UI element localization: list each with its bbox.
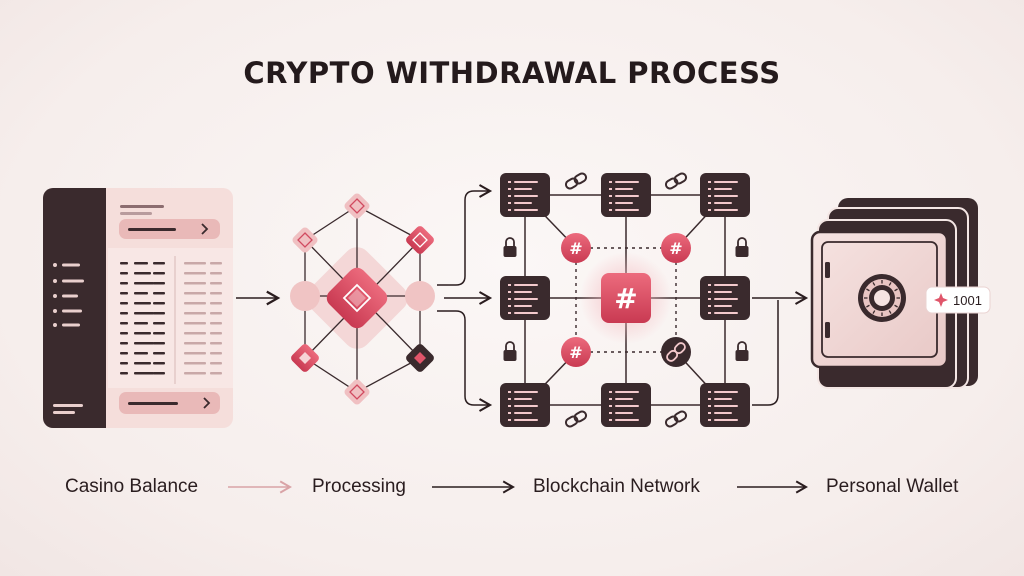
safe-dial-icon <box>858 274 906 322</box>
center-hash-block: # <box>601 273 651 323</box>
wallet-badge-value: 1001 <box>953 293 982 308</box>
diamond-icon <box>344 193 370 219</box>
hash-node: # <box>561 337 591 367</box>
block-node <box>601 383 651 427</box>
diamond-icon <box>292 227 318 253</box>
lock-icon <box>503 237 517 257</box>
step-label-processing: Processing <box>312 476 406 497</box>
chain-link-icon <box>664 410 688 428</box>
block-node <box>500 276 550 320</box>
block-node <box>700 276 750 320</box>
chain-link-icon <box>664 172 688 190</box>
balance-bottom-pill <box>119 392 220 414</box>
hash-node: # <box>661 233 691 263</box>
chain-link-icon <box>564 410 588 428</box>
svg-text:#: # <box>569 343 582 362</box>
casino-balance-panel <box>43 188 233 428</box>
block-node <box>601 173 651 217</box>
lock-icon <box>503 341 517 361</box>
block-node <box>700 383 750 427</box>
lock-icon <box>735 237 749 257</box>
diamond-icon <box>406 344 434 372</box>
step-label-casino-balance: Casino Balance <box>65 476 199 497</box>
hash-node: # <box>561 233 591 263</box>
balance-top-pill <box>119 219 220 239</box>
svg-text:#: # <box>669 239 682 258</box>
svg-text:#: # <box>569 239 582 258</box>
step-label-personal-wallet: Personal Wallet <box>826 476 959 497</box>
personal-wallet-safe: 1001 <box>810 198 991 389</box>
processing-core-diamond <box>326 267 388 329</box>
sidebar-menu <box>53 263 84 414</box>
lock-icon <box>735 341 749 361</box>
balance-table <box>120 262 222 375</box>
chain-link-node <box>661 337 691 367</box>
chain-link-icon <box>564 172 588 190</box>
arrow-to-wallet <box>752 291 809 406</box>
node-circle <box>405 281 435 311</box>
block-node <box>700 173 750 217</box>
block-node <box>500 173 550 217</box>
diagram-title: CRYPTO WITHDRAWAL PROCESS <box>243 56 781 90</box>
step-label-blockchain-network: Blockchain Network <box>533 476 700 497</box>
svg-text:#: # <box>614 282 637 315</box>
chevron-right-icon <box>201 223 209 235</box>
sparkle-icon <box>934 293 948 307</box>
arrows-to-blockchain <box>437 184 493 412</box>
processing-graph <box>290 193 435 405</box>
node-circle <box>290 281 320 311</box>
blockchain-network: # # # # <box>500 172 750 428</box>
diamond-icon <box>344 379 370 405</box>
chevron-right-icon <box>203 397 211 409</box>
block-node <box>500 383 550 427</box>
diamond-icon <box>406 226 434 254</box>
diamond-icon <box>291 344 319 372</box>
wallet-balance-badge: 1001 <box>925 286 991 314</box>
